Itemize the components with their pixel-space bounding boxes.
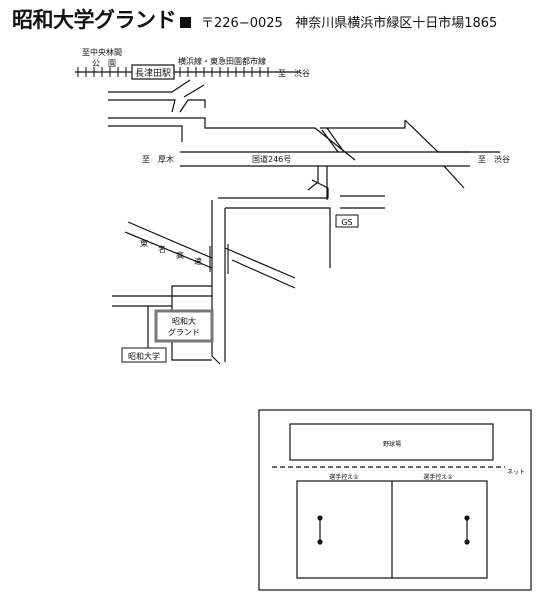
rail-right-label: 至 渋谷	[278, 68, 310, 78]
postal-code: 〒226−0025	[201, 16, 283, 31]
station-name-label: 長津田駅	[135, 68, 171, 79]
svg-text:高: 高	[176, 250, 184, 260]
page-title: 昭和大学グランド	[12, 8, 177, 32]
route-name-label: 国道246号	[252, 154, 291, 164]
ground-box	[154, 309, 214, 343]
bench-1-label: 選手控え①	[329, 473, 358, 481]
bullet-square-icon	[180, 17, 191, 28]
rail-left-label-2: 公 園	[92, 59, 116, 68]
university-box	[121, 347, 167, 363]
rail-left-label: 至中央林間	[82, 47, 122, 57]
svg-text:名: 名	[158, 244, 166, 254]
ground-label-2: グランド	[168, 327, 200, 337]
svg-text:東: 東	[140, 238, 148, 248]
goal-left	[317, 515, 323, 545]
bench-2-label: 選手控え②	[423, 473, 453, 481]
ground-label-1: 昭和大	[172, 316, 196, 326]
route-right-label: 至 渋谷	[478, 154, 510, 164]
university-label: 昭和大学	[128, 351, 160, 361]
baseball-field-label: 野球場	[383, 440, 401, 448]
address-text: 神奈川県横浜市緑区十日市場1865	[295, 16, 498, 31]
station-box	[131, 64, 175, 80]
net-label: ネット	[507, 469, 525, 476]
baseball-field	[289, 423, 494, 461]
railway-line	[75, 67, 300, 77]
gas-station-box	[335, 214, 359, 228]
svg-text:速: 速	[194, 257, 202, 266]
gas-station-label: GS	[341, 218, 352, 227]
expressway-overpass-ticks	[209, 244, 229, 274]
roads	[108, 79, 500, 365]
route-left-label: 至 厚木	[142, 154, 174, 164]
rail-line-label: 横浜線・東急田園都市線	[178, 56, 266, 66]
address-line: 〒226−0025 神奈川県横浜市緑区十日市場1865	[180, 12, 497, 31]
goal-right	[464, 515, 470, 545]
expressway-label: 東 名 高 速	[140, 238, 202, 266]
